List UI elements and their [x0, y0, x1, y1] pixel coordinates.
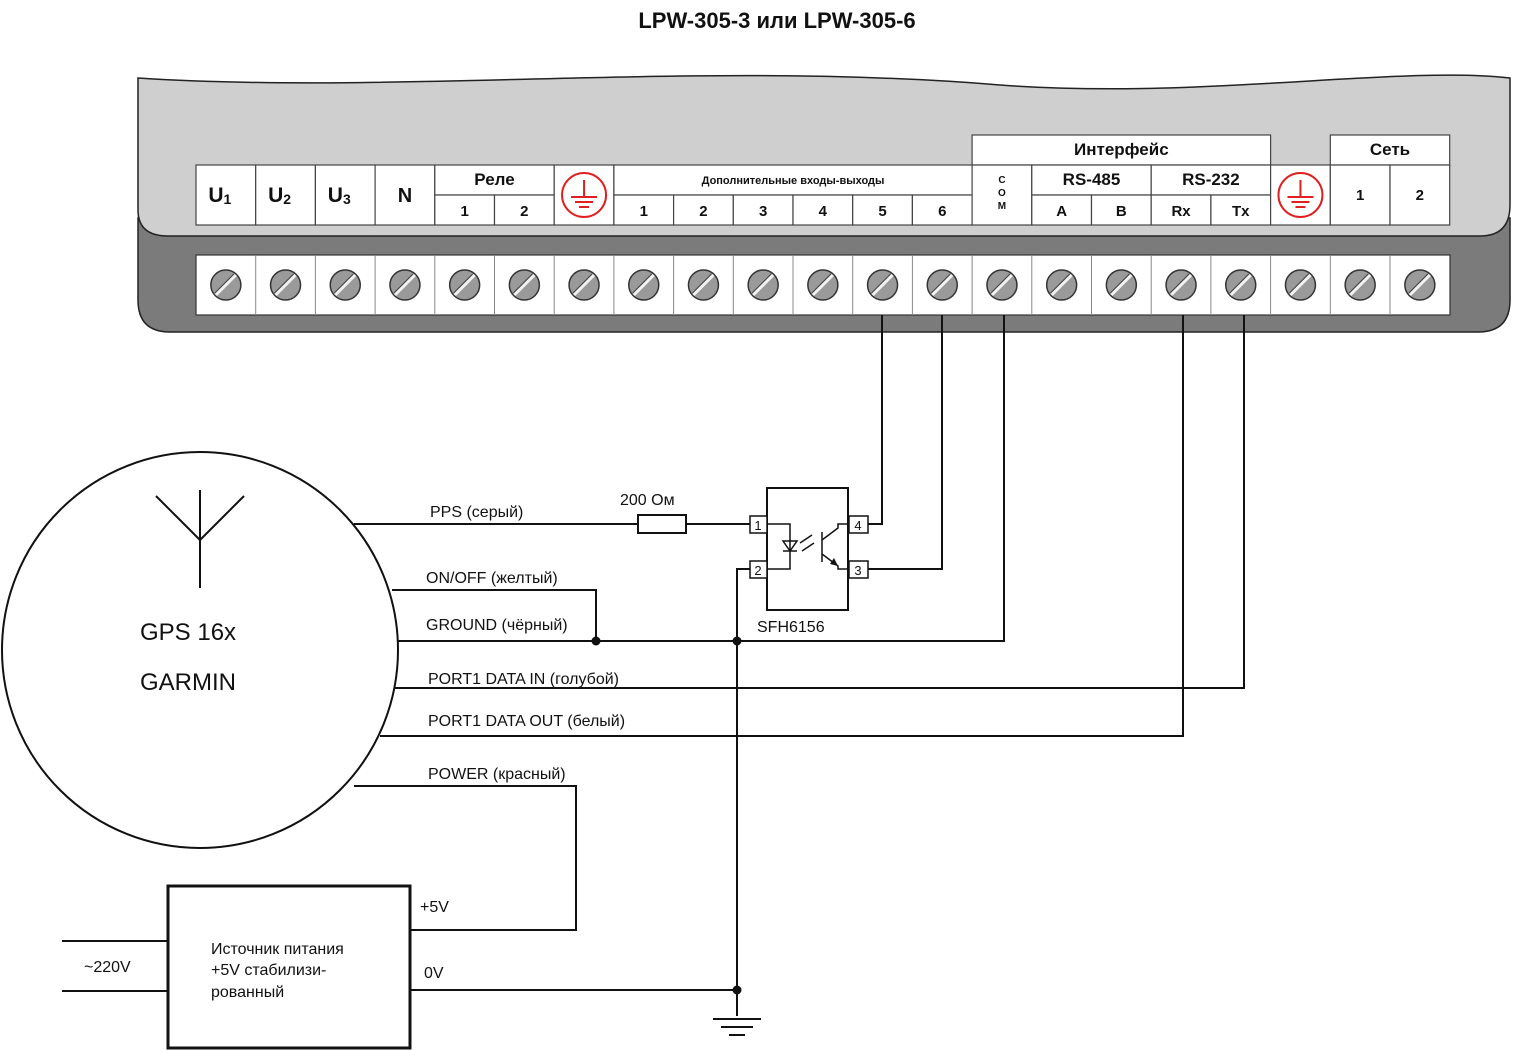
terminal-screw-icon[interactable] — [986, 269, 1018, 301]
voltage-index: 3 — [343, 191, 351, 207]
network-pin-2: 2 — [1416, 187, 1424, 204]
junction-dot — [732, 636, 742, 646]
pps-wire-label: PPS (серый) — [430, 504, 523, 521]
gps-brand: GARMIN — [140, 669, 236, 696]
voltage-label-u1: U1 — [208, 184, 231, 207]
voltage-letter: U — [208, 184, 223, 207]
resistor — [637, 514, 687, 534]
extra-io-label: Дополнительные входы-выходы — [702, 175, 885, 187]
extra-io-pin-6: 6 — [938, 203, 946, 220]
antenna-icon — [155, 490, 245, 588]
protective-earth-icon — [1277, 172, 1324, 218]
rs485-pin-b: B — [1116, 203, 1127, 220]
power-wire-label: POWER (красный) — [428, 766, 566, 783]
gps-receiver: GPS 16x GARMIN — [1, 451, 399, 849]
terminal-screw-icon[interactable] — [1404, 269, 1436, 301]
ground-wire-label: GROUND (чёрный) — [426, 617, 568, 634]
terminal-screw-icon[interactable] — [329, 269, 361, 301]
rs232-pin-rx: Rx — [1171, 203, 1191, 220]
relay-pin-1: 1 — [460, 203, 468, 220]
psu-line-3: рованный — [211, 984, 284, 1001]
relay-label: Реле — [474, 170, 514, 189]
plus5v-label: +5V — [420, 899, 449, 916]
onoff-wire-label: ON/OFF (желтый) — [426, 570, 558, 587]
terminal-screw-icon[interactable] — [389, 269, 421, 301]
rs232-label: RS-232 — [1182, 170, 1240, 189]
voltage-label-u3: U3 — [328, 184, 351, 207]
terminal-screw-icon[interactable] — [687, 269, 720, 301]
opto-pin-3: 3 — [854, 563, 861, 578]
resistor-label: 200 Ом — [620, 492, 675, 509]
com-letter: O — [998, 188, 1006, 199]
terminal-screw-icon[interactable] — [866, 269, 899, 301]
network-label: Сеть — [1370, 140, 1410, 159]
phototransistor-icon — [821, 523, 849, 570]
extra-io-pin-3: 3 — [759, 203, 767, 220]
terminal-screw-icon[interactable] — [1225, 269, 1257, 301]
power-supply: Источник питания +5V стабилизи- рованный — [62, 884, 412, 1050]
opto-pin-1: 1 — [754, 518, 761, 533]
terminal-screws — [210, 255, 1436, 315]
network-pin-1: 1 — [1356, 187, 1364, 204]
terminal-screw-icon[interactable] — [747, 269, 779, 301]
psu-line-1: Источник питания — [211, 941, 344, 958]
terminal-screw-icon[interactable] — [1045, 269, 1078, 301]
zerov-label: 0V — [424, 965, 444, 982]
rs232-pin-tx: Tx — [1232, 203, 1250, 220]
junction-dot — [591, 636, 601, 646]
rs485-pin-a: A — [1056, 203, 1067, 220]
gps-wires — [354, 514, 761, 1036]
opto-pin-4: 4 — [854, 518, 861, 533]
terminal-screw-icon[interactable] — [926, 269, 958, 301]
terminal-screw-icon[interactable] — [448, 269, 481, 301]
protective-earth-icon — [561, 172, 608, 218]
extra-io-pin-1: 1 — [640, 203, 648, 220]
junction-dot — [732, 985, 742, 995]
terminal-screw-icon[interactable] — [1105, 269, 1138, 301]
voltage-index: 1 — [224, 191, 232, 207]
terminal-screw-icon[interactable] — [807, 269, 839, 301]
data-out-wire-label: PORT1 DATA OUT (белый) — [428, 713, 625, 730]
com-letter: M — [998, 201, 1006, 212]
extra-io-pin-5: 5 — [878, 203, 886, 220]
wire-labels: PPS (серый) 200 Ом ON/OFF (желтый) GROUN… — [84, 492, 675, 982]
led-diode-icon — [767, 523, 815, 570]
optocoupler-name: SFH6156 — [757, 619, 825, 636]
data-in-wire-label: PORT1 DATA IN (голубой) — [428, 671, 619, 688]
terminal-screw-icon[interactable] — [1165, 269, 1197, 301]
voltage-index: 2 — [283, 191, 291, 207]
terminal-screw-icon[interactable] — [568, 269, 600, 301]
terminal-screw-icon[interactable] — [1284, 269, 1317, 301]
diagram-title: LPW-305-3 или LPW-305-6 — [638, 8, 915, 33]
optocoupler: 1 2 3 4 SFH6156 — [749, 487, 869, 636]
extra-io-pin-2: 2 — [699, 203, 707, 220]
interface-label: Интерфейс — [1074, 140, 1169, 159]
voltage-label-u2: U2 — [268, 184, 291, 207]
ground-icon — [713, 1018, 761, 1036]
gps-name: GPS 16x — [140, 619, 236, 646]
psu-line-2: +5V стабилизи- — [211, 962, 326, 979]
rs485-label: RS-485 — [1063, 170, 1121, 189]
extra-io-pin-4: 4 — [819, 203, 828, 220]
terminal-screw-icon[interactable] — [210, 269, 242, 301]
opto-pin-2: 2 — [754, 563, 761, 578]
terminal-screw-icon[interactable] — [269, 269, 302, 301]
relay-pin-2: 2 — [520, 203, 528, 220]
neutral-label: N — [398, 185, 412, 207]
voltage-letter: U — [268, 184, 283, 207]
terminal-screw-icon[interactable] — [628, 269, 660, 301]
com-letter: C — [998, 175, 1005, 186]
terminal-screw-icon[interactable] — [1344, 269, 1376, 301]
mains-input-label: ~220V — [84, 959, 131, 976]
terminal-screw-icon[interactable] — [508, 269, 541, 301]
voltage-letter: U — [328, 184, 343, 207]
